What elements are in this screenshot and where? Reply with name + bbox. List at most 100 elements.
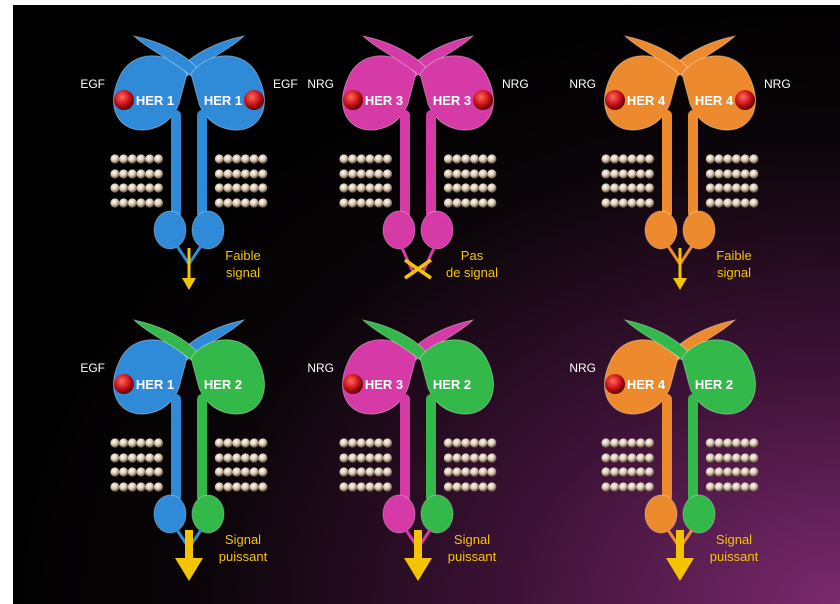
receptor-monomer bbox=[342, 35, 475, 250]
ligand-label: NRG bbox=[307, 361, 334, 375]
lipid-bead bbox=[627, 482, 637, 492]
lipid-bead bbox=[127, 438, 137, 448]
receptor-label: HER 1 bbox=[136, 377, 174, 392]
lipid-bead bbox=[601, 169, 611, 179]
receptor-lobe bbox=[419, 55, 494, 131]
transmembrane-stalk bbox=[426, 394, 436, 502]
lipid-bead bbox=[644, 169, 655, 179]
lipid-bead bbox=[127, 482, 137, 492]
lipid-bead bbox=[249, 467, 259, 477]
lipid-bead bbox=[365, 453, 375, 463]
lipid-bead bbox=[223, 482, 233, 492]
lipid-bead bbox=[249, 198, 259, 208]
lipid-bead bbox=[374, 482, 384, 492]
lipid-bead bbox=[258, 154, 268, 164]
lipid-bead bbox=[258, 169, 268, 179]
lipid-bead bbox=[119, 169, 129, 179]
lipid-bead bbox=[601, 438, 611, 448]
signal-label: signal bbox=[226, 265, 260, 280]
lipid-bead bbox=[153, 183, 164, 193]
lipid-bead bbox=[214, 198, 224, 208]
lipid-bead bbox=[119, 154, 129, 164]
lipid-bead bbox=[452, 169, 462, 179]
lipid-bead bbox=[356, 169, 366, 179]
lipid-bead bbox=[618, 198, 629, 208]
receptor-monomer bbox=[361, 319, 494, 534]
lipid-bead bbox=[601, 154, 611, 164]
receptor-arm bbox=[623, 35, 689, 77]
lipid-bead bbox=[487, 183, 497, 193]
signal-label: signal bbox=[717, 265, 751, 280]
lipid-bead bbox=[110, 467, 120, 477]
lipid-bead bbox=[382, 438, 393, 448]
lipid-bead bbox=[487, 482, 497, 492]
lipid-bead bbox=[374, 453, 384, 463]
strong-signal-arrowhead bbox=[175, 558, 203, 581]
receptor-label: HER 3 bbox=[365, 377, 403, 392]
receptor-tail bbox=[175, 245, 203, 265]
receptor-lobe bbox=[342, 339, 417, 415]
lipid-bead bbox=[601, 482, 611, 492]
lipid-bead bbox=[740, 154, 750, 164]
lipid-bead bbox=[714, 169, 724, 179]
kinase-domain bbox=[420, 494, 454, 534]
lipid-bead bbox=[374, 154, 384, 164]
transmembrane-stalk bbox=[662, 110, 672, 218]
lipid-bead bbox=[749, 467, 759, 477]
lipid-bead bbox=[153, 198, 164, 208]
lipid-bead bbox=[348, 482, 358, 492]
lipid-bead bbox=[153, 154, 164, 164]
lipid-bead bbox=[443, 198, 453, 208]
lipid-bead bbox=[258, 467, 268, 477]
lipid-bead bbox=[469, 467, 480, 477]
lipid-bead bbox=[636, 467, 646, 477]
ligand-label: NRG bbox=[569, 77, 596, 91]
lipid-bead bbox=[636, 453, 646, 463]
lipid-bead bbox=[136, 183, 146, 193]
lipid-bead bbox=[119, 438, 129, 448]
strong-signal-shaft bbox=[676, 530, 684, 560]
lipid-bead bbox=[249, 169, 259, 179]
lipid-bead bbox=[240, 154, 251, 164]
lipid-bead bbox=[339, 169, 349, 179]
transmembrane-stalk bbox=[426, 110, 436, 218]
lipid-bead bbox=[644, 183, 655, 193]
lipid-bead bbox=[348, 169, 358, 179]
lipid-bead bbox=[749, 482, 759, 492]
lipid-bead bbox=[223, 169, 233, 179]
lipid-bead bbox=[740, 183, 750, 193]
lipid-bead bbox=[478, 183, 488, 193]
lipid-bead bbox=[110, 482, 120, 492]
lipid-bead bbox=[610, 169, 620, 179]
lipid-bead bbox=[339, 453, 349, 463]
lipid-bead bbox=[644, 438, 655, 448]
lipid-bead bbox=[610, 438, 620, 448]
receptor-arm bbox=[623, 319, 689, 361]
weak-signal-arrowhead bbox=[182, 278, 196, 290]
lipid-bead bbox=[223, 467, 233, 477]
signal-label: puissant bbox=[219, 549, 268, 564]
lipid-bead bbox=[478, 169, 488, 179]
lipid-bead bbox=[356, 438, 366, 448]
kinase-domain bbox=[153, 210, 187, 250]
lipid-bead bbox=[731, 482, 742, 492]
receptor-monomer bbox=[113, 319, 246, 534]
lipid-bead bbox=[749, 169, 759, 179]
lipid-bead bbox=[469, 438, 480, 448]
lipid-bead bbox=[443, 482, 453, 492]
lipid-bead bbox=[356, 453, 366, 463]
ligand-ball bbox=[343, 374, 363, 394]
lipid-bead bbox=[452, 183, 462, 193]
lipid-bead bbox=[110, 453, 120, 463]
lipid-bead bbox=[731, 154, 742, 164]
lipid-bead bbox=[714, 198, 724, 208]
lipid-bead bbox=[127, 183, 137, 193]
lipid-bead bbox=[119, 482, 129, 492]
lipid-bead bbox=[714, 438, 724, 448]
lipid-bead bbox=[487, 453, 497, 463]
lipid-bead bbox=[487, 438, 497, 448]
lipid-bead bbox=[714, 453, 724, 463]
kinase-domain bbox=[644, 210, 678, 250]
